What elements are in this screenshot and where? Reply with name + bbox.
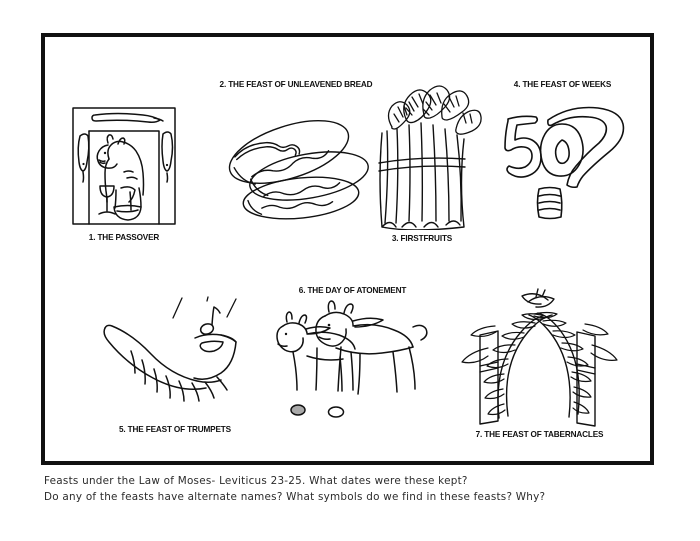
panel-firstfruits[interactable]: 3. FIRSTFRUITS (362, 85, 482, 250)
panel-feast-of-weeks[interactable]: 4. THE FEAST OF WEEKS (495, 80, 630, 230)
question-line-2: Do any of the feasts have alternate name… (44, 490, 546, 503)
bound-wheat-sheaf-icon (362, 85, 482, 230)
worksheet-questions: Feasts under the Law of Moses- Leviticus… (44, 474, 664, 505)
panel-feast-of-tabernacles[interactable]: 7. THE FEAST OF TABERNACLES (452, 288, 627, 443)
two-goats-with-lots-icon (265, 300, 440, 422)
panel-caption: 6. THE DAY OF ATONEMENT (298, 286, 407, 295)
stacked-flatbread-loaves-icon (201, 94, 391, 234)
panel-unleavened-bread[interactable]: 2. THE FEAST OF UNLEAVENED BREAD (201, 80, 391, 236)
panel-feast-of-trumpets[interactable]: 5. THE FEAST OF TRUMPETS (95, 296, 255, 441)
panel-passover[interactable]: 1. THE PASSOVER (68, 102, 180, 247)
palm-branch-booth-sukkah-icon (452, 288, 627, 428)
page-border-frame (41, 33, 654, 465)
numeral-fifty-question-mark-icon (495, 96, 630, 224)
panel-caption: 5. THE FEAST OF TRUMPETS (119, 425, 231, 434)
panel-caption: 7. THE FEAST OF TABERNACLES (475, 430, 604, 439)
panel-caption: 3. FIRSTFRUITS (391, 234, 453, 243)
panel-caption: 1. THE PASSOVER (88, 233, 160, 242)
shofar-horn-with-music-note-icon (95, 296, 255, 421)
panel-caption: 4. THE FEAST OF WEEKS (513, 80, 612, 89)
panel-day-of-atonement[interactable]: 6. THE DAY OF ATONEMENT (265, 286, 440, 426)
doorway-with-lamb-chalice-and-basin-icon (68, 102, 180, 227)
question-line-1: Feasts under the Law of Moses- Leviticus… (44, 475, 468, 487)
panel-caption: 2. THE FEAST OF UNLEAVENED BREAD (219, 80, 373, 89)
